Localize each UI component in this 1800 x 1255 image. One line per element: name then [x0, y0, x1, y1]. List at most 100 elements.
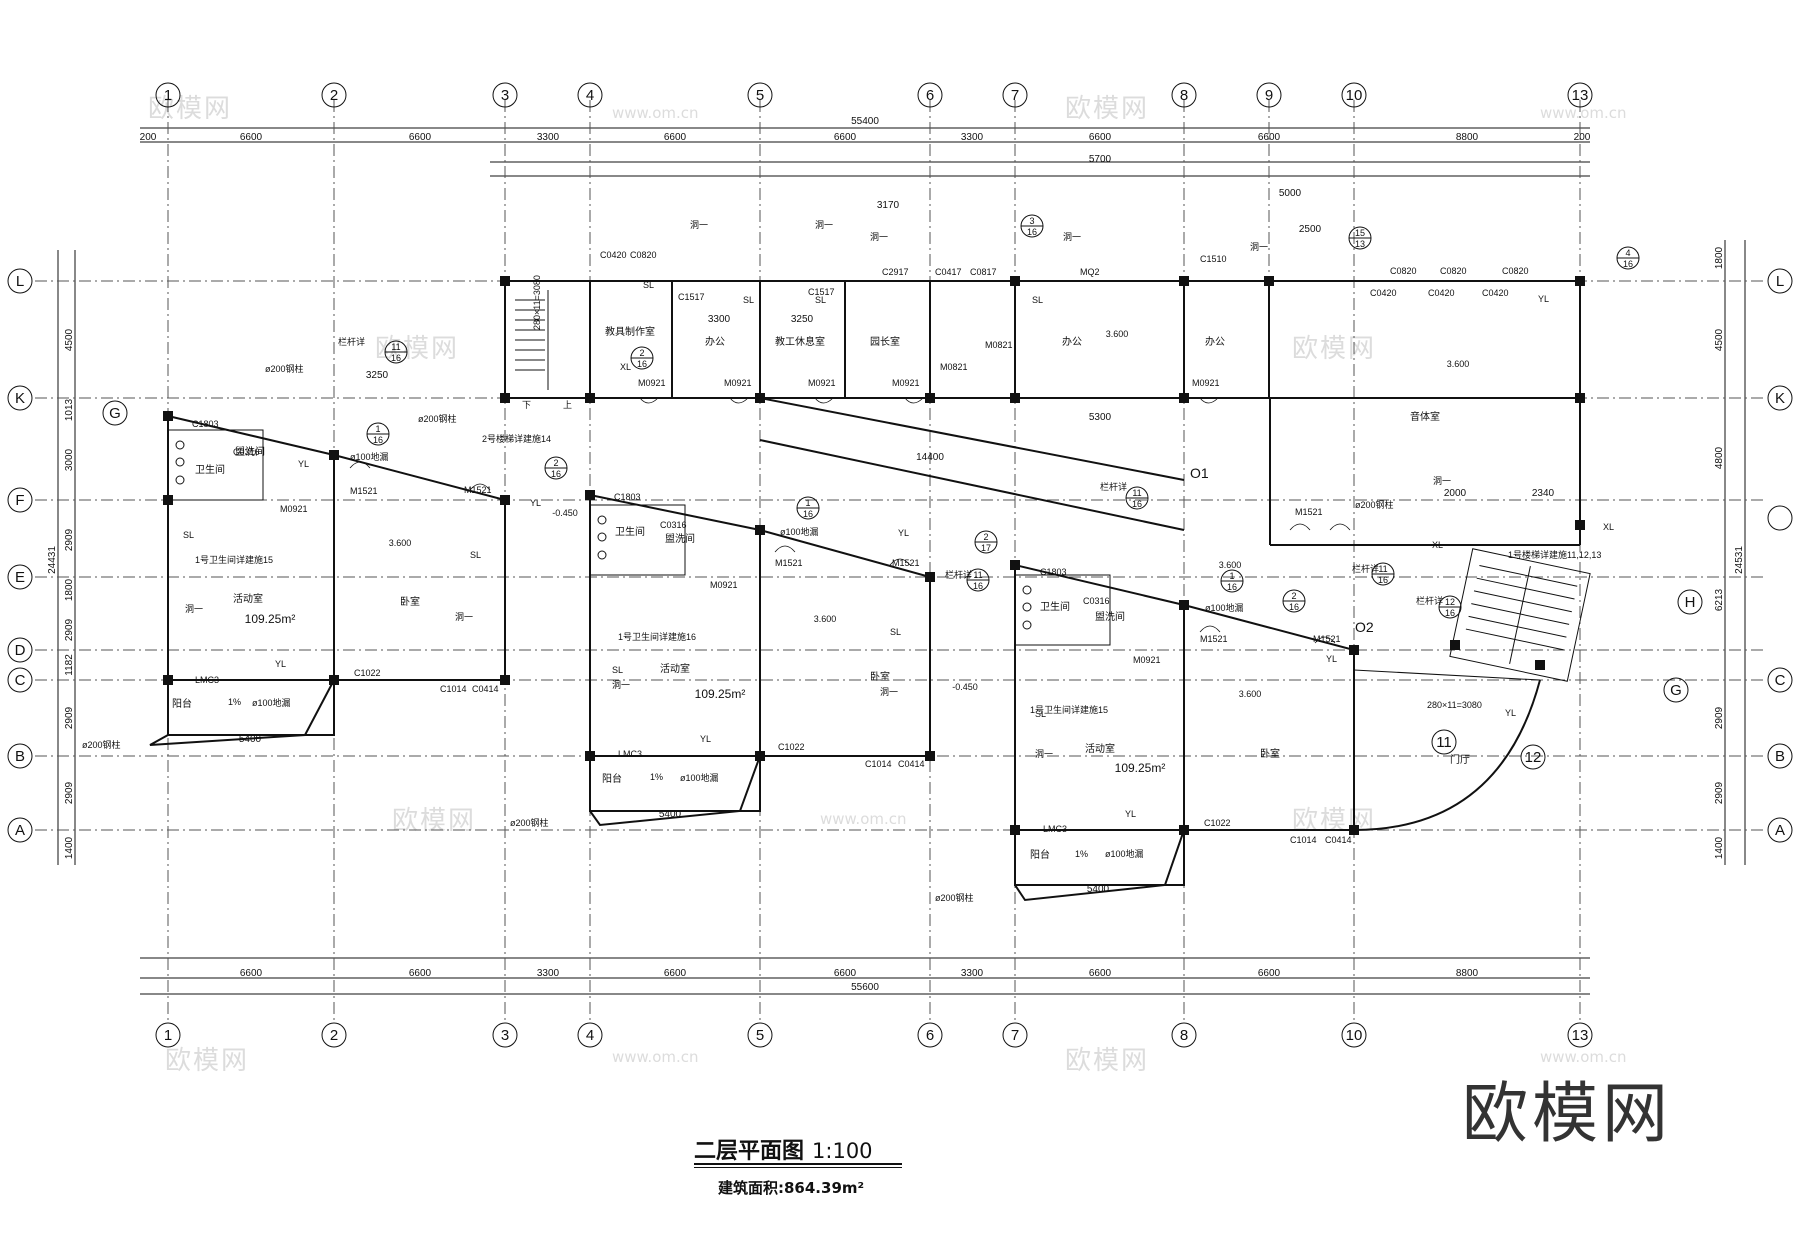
axis-labels: 1 2 3 4 5 6 7 8 9 10 13 1 2 3 4 5 6 7 8 …: [15, 87, 1786, 1044]
door-label: M0921: [280, 504, 308, 514]
slope-mark: 1%: [1075, 849, 1088, 859]
drain-label: ø100地漏: [252, 697, 291, 708]
room-wash: 盥洗间: [665, 532, 695, 545]
drain-label: ø100地漏: [1205, 602, 1244, 613]
dim: 4800: [1714, 446, 1725, 469]
level-mark: 3.600: [389, 538, 412, 548]
top-dimension-lines: [140, 127, 1590, 177]
dim: 5400: [1087, 884, 1110, 895]
window-label: C1022: [1204, 818, 1231, 828]
callout-bottom: 16: [551, 469, 561, 479]
title-underline: [694, 1163, 902, 1165]
lmc-label: LMC3: [618, 749, 642, 759]
axis-8-bottom: 8: [1180, 1027, 1188, 1044]
bottom-dimension-lines: [140, 957, 1590, 995]
stair-1: [1449, 548, 1591, 682]
dim: 1400: [64, 836, 75, 859]
dim: 200: [140, 132, 157, 143]
door-label: M0821: [940, 362, 968, 372]
dim: 6600: [664, 968, 687, 979]
railing-label: 栏杆详: [1416, 595, 1443, 606]
axis-13: 13: [1572, 87, 1589, 104]
window-label: C1803: [614, 492, 641, 502]
axis-10: 10: [1346, 87, 1363, 104]
steel-column-label: ø200钢柱: [418, 413, 457, 424]
axis-4: 4: [586, 87, 594, 104]
columns: [163, 276, 1585, 835]
callout-bottom: 16: [1445, 608, 1455, 618]
door-label: M0921: [808, 378, 836, 388]
room-toilet: 卫生间: [1040, 600, 1070, 613]
callout-top: 1: [1229, 571, 1234, 581]
axis-B: B: [15, 748, 25, 765]
room-music: 音体室: [1410, 410, 1440, 423]
room-area: 109.25m²: [1115, 761, 1166, 775]
room-balcony: 阳台: [602, 772, 622, 785]
lmc-label: LMC3: [195, 675, 219, 685]
room-toilet: 卫生间: [195, 463, 225, 476]
callout-bottom: 17: [981, 543, 991, 553]
drain-label: ø100地漏: [350, 451, 389, 462]
door-swings: [349, 397, 1351, 644]
dim: 2909: [64, 528, 75, 551]
callout-top: 12: [1445, 597, 1455, 607]
window-label: C0420: [600, 250, 627, 260]
window-label: C2917: [882, 267, 909, 277]
brand-logo: 欧模网: [1462, 1075, 1672, 1152]
level-mark: 3.600: [1239, 689, 1262, 699]
watermark: 欧模网: [1065, 1046, 1150, 1076]
window-label: C1022: [354, 668, 381, 678]
callout-top: 1: [375, 424, 380, 434]
sl-label: SL: [470, 550, 481, 560]
dim: 5400: [239, 734, 262, 745]
callout-bottom: 16: [373, 435, 383, 445]
dim: 4500: [64, 328, 75, 351]
drain-label: ø100地漏: [1105, 848, 1144, 859]
room-activity: 活动室: [1085, 742, 1115, 755]
axis-7-bottom: 7: [1011, 1027, 1019, 1044]
door-label: M0921: [724, 378, 752, 388]
callout-top: 3: [1029, 216, 1034, 226]
door-label: M0921: [710, 580, 738, 590]
dim: 2909: [64, 618, 75, 641]
dim: 6600: [834, 132, 857, 143]
dim: 6213: [1714, 588, 1725, 611]
dim: 6600: [409, 132, 432, 143]
room-activity: 活动室: [233, 592, 263, 605]
axis-10-bottom: 10: [1346, 1027, 1363, 1044]
opening-label: 洞一: [612, 680, 630, 690]
stair-note: 1号楼梯详建施11,12,13: [1508, 549, 1601, 560]
level-mark: -0.450: [552, 508, 578, 518]
opening-label: 洞一: [1250, 242, 1268, 252]
lmc-label: LMC3: [1043, 824, 1067, 834]
watermark: 欧模网: [148, 94, 233, 124]
axis-6: 6: [926, 87, 934, 104]
callout-bottom: 16: [637, 359, 647, 369]
side-dimension-lines: [57, 240, 1746, 865]
dim: 8800: [1456, 132, 1479, 143]
callout-top: 11: [973, 570, 982, 580]
wc-partitions: [167, 429, 1111, 646]
dim: 6600: [834, 968, 857, 979]
window-label: C0820: [1440, 266, 1467, 276]
wc-note: 1号卫生间详建施16: [618, 631, 696, 642]
lobby-curve: [1353, 679, 1541, 831]
window-label: C1510: [1200, 254, 1227, 264]
door-label: M1521: [1313, 634, 1341, 644]
axis-12-oblique: 12: [1525, 749, 1542, 766]
room-toilet: 卫生间: [615, 525, 645, 538]
watermark-site: www.om.cn: [1540, 104, 1627, 122]
axis-7: 7: [1011, 87, 1019, 104]
axis-C-right: C: [1775, 672, 1786, 689]
dim: 5400: [659, 809, 682, 820]
axis-5-bottom: 5: [756, 1027, 764, 1044]
wc-note: 1号卫生间详建施15: [195, 554, 273, 565]
callout-numbers: 11 16 2 16 1 16 2 16 1 16 2 17 11 16 11 …: [373, 216, 1633, 618]
yl-label: YL: [1326, 654, 1337, 664]
window-label: C0414: [1325, 835, 1352, 845]
xl-label: XL: [1432, 540, 1443, 550]
window-label: C0420: [1428, 288, 1455, 298]
level-marks: 3.600 3.600 3.600 3.600 3.600 3.600 -0.4…: [389, 329, 1470, 699]
